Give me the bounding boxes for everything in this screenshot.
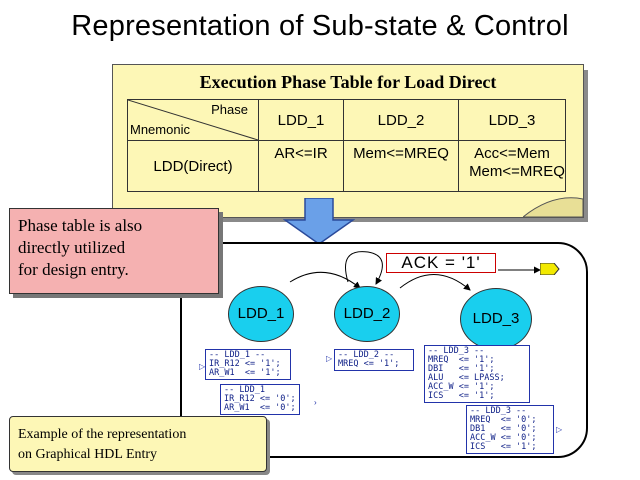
mnemonic-label: Mnemonic xyxy=(130,122,190,137)
state-ldd3[interactable]: LDD_3 xyxy=(460,288,532,350)
code-line: ALU <= LPASS; xyxy=(428,373,505,383)
code-line: AR_W1 <= '0'; xyxy=(224,403,296,413)
corner-cell: Phase Mnemonic xyxy=(127,99,259,141)
terminal-icon xyxy=(540,263,560,275)
code-line: ACC_W <= '1'; xyxy=(428,382,495,392)
code-line: -- LDD_2 -- xyxy=(338,350,395,360)
code-line: ICS <= '1'; xyxy=(428,391,495,401)
code-line: -- LDD_1 xyxy=(224,385,265,395)
code-line: MREQ <= '0'; xyxy=(470,415,537,425)
code-line: ICS <= '1'; xyxy=(470,442,537,452)
down-arrow-icon xyxy=(283,198,355,245)
code-line: -- LDD_3 -- xyxy=(428,346,485,356)
port-marker-icon: › xyxy=(314,398,317,407)
scroll-curl xyxy=(523,197,583,217)
cell-line: Mem<=MREQ xyxy=(353,145,449,162)
cell-line: Mem<=MREQ xyxy=(469,163,565,180)
callout-line: directly utilized xyxy=(18,238,126,257)
header-ldd1: LDD_1 xyxy=(258,99,344,141)
port-marker-icon: ▷ xyxy=(326,354,333,363)
code-line: -- LDD_3 -- xyxy=(470,406,527,416)
example-line: on Graphical HDL Entry xyxy=(18,447,158,462)
code-line: IR_R12 <= '1'; xyxy=(209,359,281,369)
code-line: IR_R12 <= '0'; xyxy=(224,394,296,404)
code-ldd2-entry: -- LDD_2 --MREQ <= '1'; xyxy=(334,349,414,371)
slide-title: Representation of Sub-state & Control xyxy=(71,10,569,42)
header-ldd3: LDD_3 xyxy=(458,99,566,141)
state-ldd1[interactable]: LDD_1 xyxy=(228,286,294,342)
port-marker-icon: ▷ xyxy=(199,362,206,371)
state-ldd2[interactable]: LDD_2 xyxy=(334,286,400,342)
code-line: DBI <= '1'; xyxy=(428,364,495,374)
example-text: Example of the representation on Graphic… xyxy=(18,425,186,465)
callout-line: Phase table is also xyxy=(18,216,143,235)
design-entry-callout: Phase table is also directly utilized fo… xyxy=(9,208,219,294)
example-callout: Example of the representation on Graphic… xyxy=(9,416,267,472)
row-label: LDD(Direct) xyxy=(127,140,259,192)
callout-text: Phase table is also directly utilized fo… xyxy=(18,215,142,281)
code-line: DB1 <= '0'; xyxy=(470,424,537,434)
phase-label: Phase xyxy=(211,102,248,117)
phase-table: Phase Mnemonic LDD_1 LDD_2 LDD_3 LDD(Dir… xyxy=(127,99,566,192)
code-ldd3-exit: -- LDD_3 --MREQ <= '0';DB1 <= '0';ACC_W … xyxy=(466,405,554,454)
cell-line: AR<=IR xyxy=(274,145,328,162)
ack-condition: ACK = '1' xyxy=(386,253,496,273)
cell-line: Acc<=Mem xyxy=(474,145,550,162)
header-ldd2: LDD_2 xyxy=(343,99,459,141)
code-line: MREQ <= '1'; xyxy=(338,359,400,369)
code-line: -- LDD_1 -- xyxy=(209,350,266,360)
diagonal-line xyxy=(128,100,258,140)
cell-ldd2: Mem<=MREQ xyxy=(343,140,459,192)
phase-table-note: Execution Phase Table for Load Direct Ph… xyxy=(112,64,584,218)
code-ldd1-entry: -- LDD_1 --IR_R12 <= '1';AR_W1 <= '1'; xyxy=(205,349,291,380)
cell-ldd3: Acc<=Mem Mem<=MREQ xyxy=(458,140,566,192)
phase-table-title: Execution Phase Table for Load Direct xyxy=(199,72,497,92)
callout-line: for design entry. xyxy=(18,260,129,279)
diagram-arrows xyxy=(289,251,541,291)
port-marker-icon: ▷ xyxy=(556,425,563,434)
code-ldd3-entry: -- LDD_3 --MREQ <= '1';DBI <= '1';ALU <=… xyxy=(424,345,530,403)
code-line: AR_W1 <= '1'; xyxy=(209,368,281,378)
code-line: ACC_W <= '0'; xyxy=(470,433,537,443)
example-line: Example of the representation xyxy=(18,427,187,442)
cell-ldd1: AR<=IR xyxy=(258,140,344,192)
code-line: MREQ <= '1'; xyxy=(428,355,495,365)
